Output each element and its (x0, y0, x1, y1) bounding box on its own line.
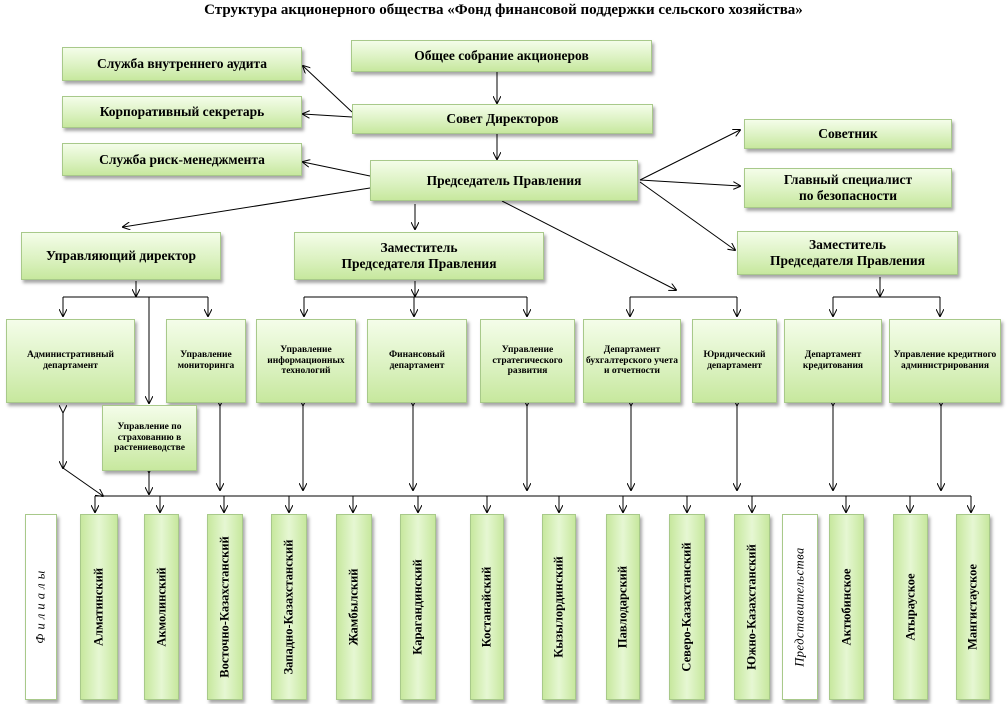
node-credit-admin: Управление кредитного администрирования (889, 319, 1001, 403)
node-internal-audit: Служба внутреннего аудита (62, 47, 302, 81)
representations-label-box: Представительства (782, 514, 818, 700)
representation-label: Атырауское (903, 573, 917, 641)
branch-box: Павлодарский (606, 514, 640, 700)
branches-label: Ф и л и а л ы (33, 570, 48, 644)
deputy-2-line-2: Председателя Правления (769, 253, 926, 268)
node-accounting-dept: Департамент бухгалтерского учета и отчет… (583, 319, 681, 403)
representation-label: Мангистауское (965, 564, 980, 650)
representation-label: Актюбинское (839, 568, 853, 646)
deputy-1-line-2: Председателя Правления (341, 256, 497, 271)
branch-box: Алматинский (80, 514, 118, 700)
branch-label: Карагандинский (410, 559, 425, 655)
node-deputy-1: Заместитель Председателя Правления (294, 232, 544, 280)
branch-box: Южно-Казахстанский (734, 514, 770, 700)
branch-label: Жамбылский (346, 568, 361, 646)
node-credit-dept: Департамент кредитования (784, 319, 882, 403)
node-monitoring: Управление мониторинга (166, 319, 246, 403)
node-chairman: Председатель Правления (370, 160, 638, 201)
representation-box: Атырауское (893, 514, 928, 700)
node-advisor: Советник (744, 119, 952, 149)
node-crop-insurance: Управление по страхованию в растениеводс… (102, 405, 197, 471)
branch-box: Жамбылский (336, 514, 372, 700)
node-corp-secretary: Корпоративный секретарь (62, 96, 302, 128)
node-legal-dept: Юридический департамент (692, 319, 777, 403)
branch-box: Кызылординский (542, 514, 576, 700)
branch-box: Западно-Казахстанский (271, 514, 307, 700)
branches-label-box: Ф и л и а л ы (25, 514, 57, 700)
node-admin-dept: Административный департамент (6, 319, 135, 403)
deputy-1-line-1: Заместитель (380, 240, 458, 256)
node-risk: Служба риск-менеджмента (62, 143, 302, 176)
node-finance-dept: Финансовый департамент (367, 319, 467, 403)
representations-label: Представительства (792, 547, 807, 667)
representation-box: Актюбинское (829, 514, 864, 700)
branch-label: Алматинский (91, 567, 106, 647)
branch-box: Карагандинский (400, 514, 436, 700)
branch-box: Восточно-Казахстанский (207, 514, 243, 700)
node-deputy-2: Заместитель Председателя Правления (737, 231, 958, 275)
node-security: Главный специалист по безопасности (744, 168, 952, 208)
branch-label: Акмолинский (154, 567, 168, 647)
branch-label: Северо-Казахстанский (679, 542, 694, 672)
node-board: Совет Директоров (352, 104, 653, 134)
node-strategy-dept: Управление стратегического развития (480, 319, 575, 403)
branch-label: Павлодарский (615, 565, 630, 649)
representation-box: Мангистауское (956, 514, 990, 700)
branch-label: Восточно-Казахстанский (217, 536, 232, 678)
deputy-2-line-1: Заместитель (809, 237, 886, 253)
node-managing-director: Управляющий директор (21, 232, 221, 280)
branch-box: Костанайский (470, 514, 504, 700)
node-shareholders: Общее собрание акционеров (351, 40, 652, 72)
branch-label: Южно-Казахстанский (744, 544, 759, 670)
page-title: Структура акционерного общества «Фонд фи… (204, 2, 803, 18)
security-line-2: по безопасности (798, 188, 897, 203)
branch-label: Костанайский (479, 566, 494, 648)
branch-label: Западно-Казахстанский (281, 539, 296, 675)
branch-box: Акмолинский (144, 514, 179, 700)
branch-label: Кызылординский (551, 556, 566, 658)
security-line-1: Главный специалист (783, 172, 913, 188)
branch-box: Северо-Казахстанский (669, 514, 705, 700)
node-it-dept: Управление информационных технологий (256, 319, 356, 403)
